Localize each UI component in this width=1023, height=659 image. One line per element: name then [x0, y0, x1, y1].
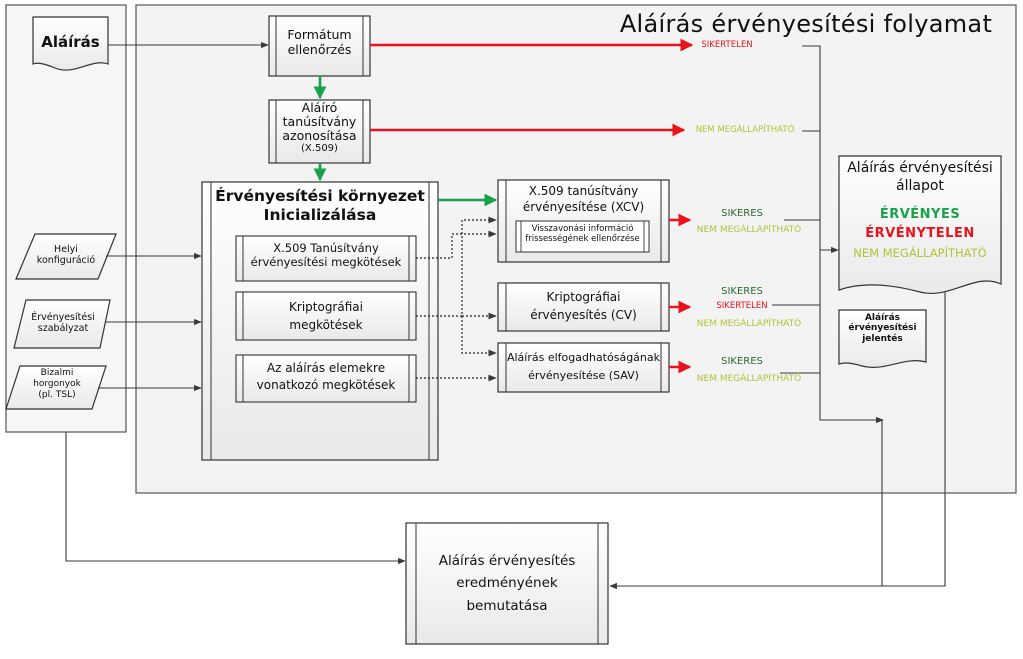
- report-line-1: Aláírás: [864, 313, 901, 323]
- sav-line-2: érvényesítése (SAV): [528, 368, 639, 382]
- signer-cert-line-3: azonosítása: [282, 128, 357, 143]
- presentation-line-3: bemutatása: [466, 597, 548, 614]
- revocation-line-2: frissességének ellenőrzése: [525, 234, 640, 245]
- crypto-constraints-line-1: Kriptográfiai: [289, 300, 363, 314]
- diagram-title: Aláírás érvényesítési folyamat: [619, 10, 993, 38]
- signer-cert-line-1: Aláíró: [301, 100, 338, 115]
- report-line-3: jelentés: [862, 333, 903, 344]
- sig-constraints-line-1: Az aláírás elemekre: [266, 361, 386, 375]
- validation-policy-label: Érvényesítési szabályzat: [16, 312, 110, 335]
- status-valid: ÉRVÉNYES: [879, 207, 961, 222]
- presentation-box: [405, 522, 609, 645]
- revocation-line-1: Visszavonási információ: [531, 224, 634, 234]
- cv-line-2: érvényesítés (CV): [530, 308, 637, 322]
- xcv-indeterminate-outcome: NEM MEGÁLLAPÍTHATÓ: [696, 225, 802, 235]
- sig-constraints-label: Az aláírás elemekre vonatkozó megkötések: [243, 360, 409, 395]
- signer-cert-id-box: [268, 99, 371, 164]
- local-config-line-2: konfiguráció: [36, 255, 96, 267]
- signer-cert-id-label: Aláíró tanúsítvány azonosítása (X.509): [276, 100, 363, 155]
- validation-env-title-line-2: Inicializálása: [263, 205, 377, 224]
- status-document-shape: [838, 155, 1002, 294]
- local-config-shape: [15, 233, 117, 280]
- report-line-2: érvényesítési: [848, 323, 917, 334]
- sig-constraints-line-2: vonatkozó megkötések: [256, 378, 396, 393]
- xcv-label: X.509 tanúsítvány érvényesítése (XCV): [506, 184, 661, 215]
- sav-pass-outcome: SIKERES: [721, 356, 763, 367]
- x509-constraints-label: X.509 Tanúsítvány érvényesítési megkötés…: [243, 241, 409, 270]
- signer-indeterminate-outcome: NEM MEGÁLLAPÍTHATÓ: [695, 125, 795, 135]
- signature-document-shape: [32, 16, 109, 71]
- validation-policy-line-2: szabályzat: [37, 323, 89, 335]
- cv-line-1: Kriptográfiai: [546, 290, 621, 304]
- presentation-line-1: Aláírás érvényesítés: [438, 553, 576, 569]
- cv-box: [497, 282, 670, 332]
- x509-constraints-box: [235, 235, 417, 282]
- signature-input-label: Aláírás: [41, 33, 100, 51]
- xcv-line-2: érvényesítése (XCV): [522, 199, 645, 214]
- format-check-line-1: Formátum: [287, 27, 352, 42]
- format-fail-outcome: SIKERTELEN: [701, 40, 753, 50]
- status-heading-line-1: Aláírás érvényesítési: [847, 160, 993, 176]
- status-heading-line-2: állapot: [896, 177, 944, 194]
- sav-label: Aláírás elfogadhatóságának érvényesítése…: [500, 349, 667, 384]
- crypto-constraints-line-2: megkötések: [289, 318, 363, 332]
- trust-anchors-line-2: horgonyok: [33, 378, 81, 389]
- cv-fail-outcome: SIKERTELEN: [716, 301, 768, 311]
- sav-indeterminate-outcome: NEM MEGÁLLAPÍTHATÓ: [696, 374, 802, 384]
- revocation-check-label: Visszavonási információ frissességének e…: [521, 224, 644, 244]
- local-config-line-1: Helyi: [54, 244, 78, 255]
- crypto-constraints-label: Kriptográfiai megkötések: [243, 298, 409, 334]
- status-invalid: ÉRVÉNYTELEN: [865, 226, 975, 241]
- validation-env-title-line-1: Érvényesítési környezet: [215, 187, 425, 205]
- crypto-constraints-box: [235, 291, 417, 341]
- cv-pass-outcome: SIKERES: [721, 286, 763, 297]
- status-heading: Aláírás érvényesítési állapot: [839, 160, 1001, 195]
- status-indeterminate: NEM MEGÁLLAPÍTHATÓ: [853, 246, 987, 260]
- local-config-label: Helyi konfiguráció: [24, 244, 108, 267]
- validation-env-title: Érvényesítési környezet Inicializálása: [211, 187, 429, 224]
- trust-anchors-line-3: (pl. TSL): [38, 389, 76, 400]
- validation-policy-shape: [13, 299, 111, 349]
- signer-cert-line-4: (X.509): [301, 143, 338, 154]
- sig-constraints-box: [235, 354, 417, 403]
- x509-constraints-line-2: érvényesítési megkötések: [250, 254, 402, 269]
- left-input-frame: [5, 4, 127, 433]
- report-document-shape: [838, 309, 927, 368]
- format-check-line-2: ellenőrzés: [287, 42, 352, 57]
- trust-anchors-label: Bizalmi horgonyok (pl. TSL): [12, 368, 102, 400]
- sav-box: [497, 342, 670, 393]
- presentation-line-2: eredményének: [456, 575, 558, 592]
- trust-anchors-line-1: Bizalmi: [40, 368, 74, 378]
- cv-indeterminate-outcome: NEM MEGÁLLAPÍTHATÓ: [696, 319, 802, 329]
- signer-cert-line-2: tanúsítvány: [282, 114, 357, 129]
- revocation-check-box: [515, 220, 650, 253]
- validation-policy-line-1: Érvényesítési: [31, 312, 95, 323]
- x509-constraints-line-1: X.509 Tanúsítvány: [273, 241, 379, 255]
- xcv-pass-outcome: SIKERES: [721, 208, 763, 219]
- cv-label: Kriptográfiai érvényesítés (CV): [506, 288, 661, 324]
- report-label: Aláírás érvényesítési jelentés: [839, 313, 926, 344]
- format-check-label: Formátum ellenőrzés: [276, 27, 363, 57]
- xcv-line-1: X.509 tanúsítvány: [528, 184, 639, 198]
- presentation-label: Aláírás érvényesítés eredményének bemuta…: [416, 550, 598, 617]
- trust-anchors-shape: [5, 365, 107, 410]
- sav-line-1: Aláírás elfogadhatóságának: [506, 351, 661, 364]
